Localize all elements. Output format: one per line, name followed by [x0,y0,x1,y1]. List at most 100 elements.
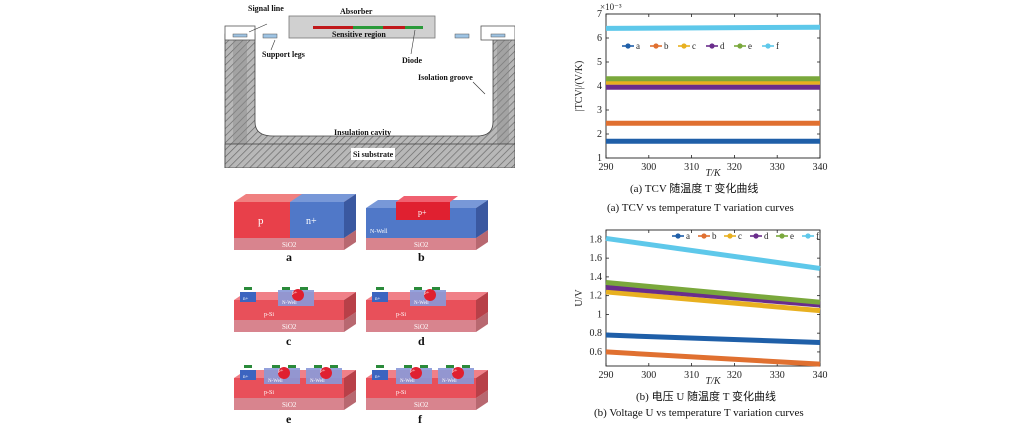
contact-pad [314,365,322,368]
p-plus-dot [410,367,422,379]
x-tick-label: 290 [599,370,614,381]
series-line-d [605,284,821,308]
x-tick-label: 340 [813,162,828,173]
left-pillar [233,34,247,144]
contact-pad [462,365,470,368]
right-pillar [497,34,509,144]
series-line-a [605,332,821,346]
p-si-layer [366,300,476,320]
legend-marker-d [753,233,759,239]
n-well-label: N-Well [370,229,388,235]
contact-pad [376,287,384,290]
legend-label-f: f [776,41,779,51]
diode-strip-green [353,26,383,29]
x-tick-label: 300 [641,370,656,381]
sio2-layer [366,398,476,410]
contact-pad [244,287,252,290]
n-well-label: N-Well [268,379,283,384]
chart-a-caption-cn: (a) TCV 随温度 T 变化曲线 [630,183,759,195]
sio2-label: SiO2 [414,401,429,409]
cross-section-diagram [224,15,515,168]
x-tick-label: 330 [770,162,785,173]
p-plus-dot [320,367,332,379]
n-well-label: N-Well [310,379,325,384]
legend-label-a: a [636,41,640,51]
y-tick-label: 7 [597,9,602,20]
y-tick-label: 1.6 [590,253,603,264]
n-plus-block [240,292,256,302]
contact-pad [300,287,308,290]
contact-pad [272,365,280,368]
sio2-layer [234,238,344,250]
y-tick-label: 1 [597,309,602,320]
p-plus-label: p+ [410,369,416,374]
sio2-label: SiO2 [282,323,297,331]
n-plus-block [240,370,256,380]
legend-marker-a [625,43,631,49]
series-line-b [605,349,821,367]
chart-a-caption-en: (a) TCV vs temperature T variation curve… [607,202,794,214]
x-tick-label: 310 [684,370,699,381]
legend-marker-b [701,233,707,239]
legend-label-e: e [748,41,752,51]
structure-label-b: b [418,250,425,264]
x-tick-label: 330 [770,370,785,381]
n-plus-block [372,292,388,302]
y-tick-label: 1.8 [590,234,603,245]
x-tick-label: 310 [684,162,699,173]
n-plus-label: n+ [306,216,317,227]
x-tick-label: 320 [727,162,742,173]
chart-b-caption-cn: (b) 电压 U 随温度 T 变化曲线 [636,391,777,403]
legend-label-d: d [764,231,769,241]
legend-label-e: e [790,231,794,241]
y-tick-label: 4 [597,81,602,92]
right-bar [480,25,515,41]
p-si-label: p-Si [264,312,274,318]
p-block [234,202,290,238]
y-tick-label: 6 [597,33,602,44]
p-plus-label: p+ [292,291,298,296]
y-tick-label: 1.2 [590,291,603,302]
p-plus-dot [278,367,290,379]
x-tick-label: 290 [599,162,614,173]
y-axis-label: |TCV|/(V/K) [574,61,585,112]
si-substrate-label: Si substrate [353,150,394,159]
x-axis-label: T/K [705,376,721,386]
n-plus-label: n+ [375,375,381,380]
sensitive-region-label: Sensitive region [332,30,386,39]
n-well-label: N-Well [282,301,297,306]
y-tick-label: 3 [597,105,602,116]
contact-pad [376,365,384,368]
p-plus-dot [452,367,464,379]
legend-label-c: c [692,41,696,51]
p-plus-label: p+ [278,369,284,374]
contact-pad [414,287,422,290]
p-si-label: p-Si [396,312,406,318]
legend-label-b: b [664,41,669,51]
n-well-label: N-Well [442,379,457,384]
p-plus-label: p+ [424,291,430,296]
contact-pad [282,287,290,290]
p-plus-label: p+ [452,369,458,374]
p-si-layer [234,300,344,320]
legend-label-d: d [720,41,725,51]
p-si-label: p-Si [264,390,274,396]
p-label: p [258,215,264,227]
n-well-label: N-Well [414,301,429,306]
legend-label-a: a [686,231,690,241]
x-tick-label: 300 [641,162,656,173]
signal-line-label: Signal line [248,4,284,13]
n-plus-block [290,202,344,238]
diode-strip-red [313,26,353,29]
isolation-groove-label: Isolation groove [418,73,473,82]
legend-marker-e [737,43,743,49]
series-line-c [605,289,821,314]
series-line-f [605,24,821,31]
p-plus-label: p+ [418,208,427,217]
legend-marker-c [727,233,733,239]
